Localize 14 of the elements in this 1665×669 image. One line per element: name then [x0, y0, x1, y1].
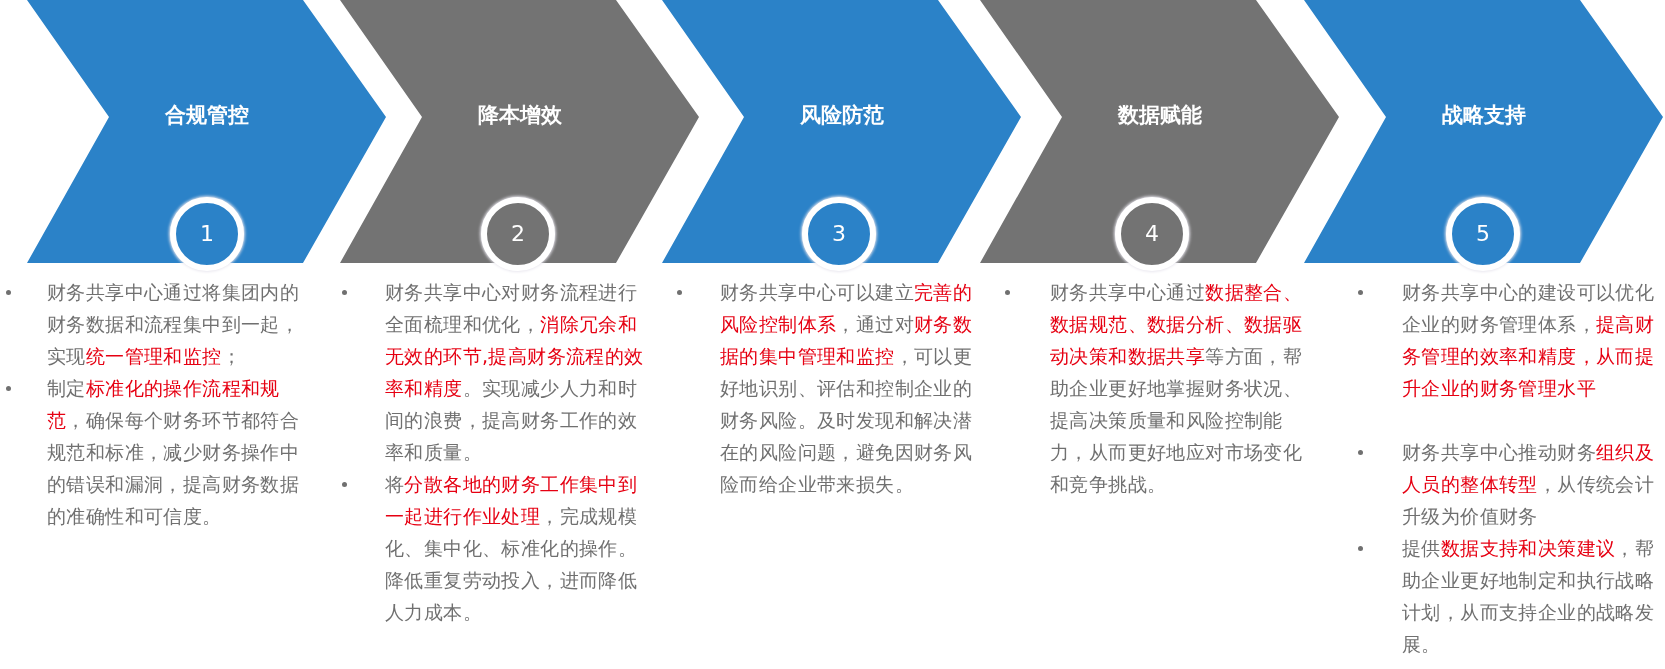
bullet-text: 财务共享中心通过将集团内的财务数据和流程集中到一起，实现统一管理和监控；: [47, 280, 301, 369]
step-title: 降本增效: [477, 102, 563, 129]
bullet-text: 财务共享中心通过数据整合、数据规范、数据分析、数据驱动决策和数据共享等方面，帮助企业更好地掌握财务状况、提高决策质量和风险控制能力，从而更好地应对市场变化和竞争挑战。: [1050, 280, 1304, 497]
bullet-text: 提供数据支持和决策建议，帮助企业更好地制定和执行战略计划，从而支持企业的战略发展。: [1402, 536, 1656, 657]
step-title: 数据赋能: [1116, 102, 1203, 129]
bullet-text: 财务共享中心可以建立完善的风险控制体系，通过对财务数据的集中管理和监控，可以更好地识别、评估和控制企业的财务风险。及时发现和解决潜在的风险问题，避免因财务风险而给企业带来损失。: [720, 280, 974, 497]
bullet-text: 财务共享中心的建设可以优化企业的财务管理体系，提高财务管理的效率和精度，从而提升企业的财务管理水平: [1402, 280, 1656, 401]
bullet-text: 财务共享中心对财务流程进行全面梳理和优化，消除冗余和无效的环节,提高财务流程的效率和精度。实现减少人力和时间的浪费，提高财务工作的效率和质量。: [385, 280, 645, 465]
bullet-text: 财务共享中心推动财务组织及人员的整体转型，从传统会计升级为价值财务: [1402, 440, 1656, 529]
step-title: 合规管控: [164, 102, 250, 129]
step-title: 风险防范: [799, 102, 885, 129]
step-title: 战略支持: [1441, 102, 1527, 129]
bullet-text: 将分散各地的财务工作集中到一起进行作业处理，完成规模化、集中化、标准化的操作。降低重复劳动投入，进而降低人力成本。: [385, 472, 639, 625]
bullet-text: 制定标准化的操作流程和规范，确保每个财务环节都符合规范和标准，减少财务操作中的错误和漏洞，提高财务数据的准确性和可信度。: [47, 376, 301, 529]
